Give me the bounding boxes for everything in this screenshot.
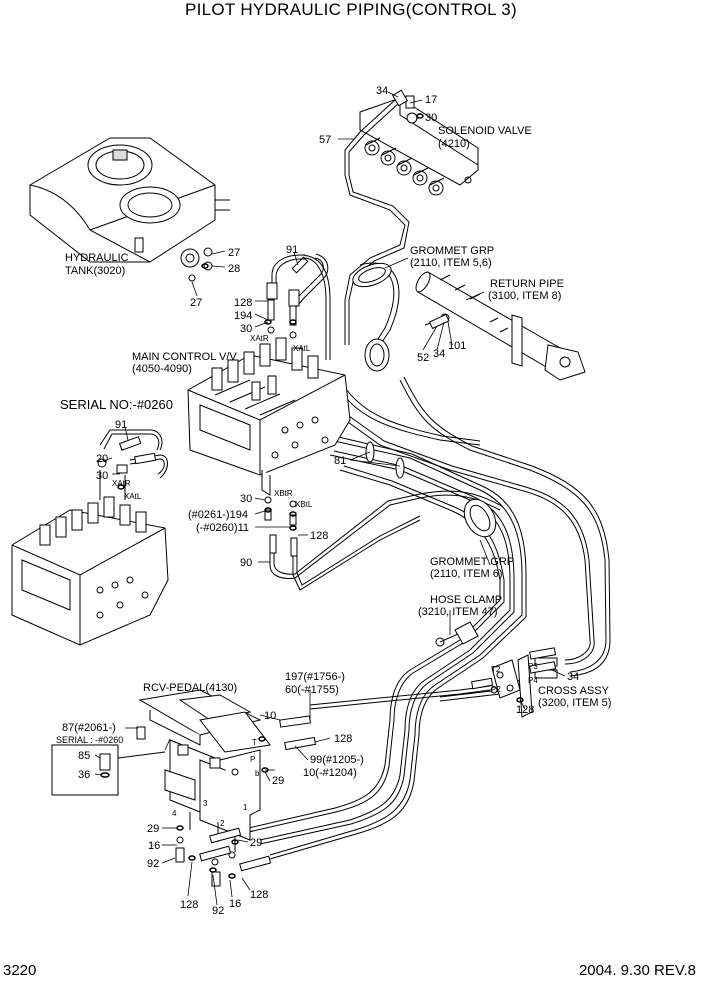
callout-34: 34	[376, 85, 388, 97]
port-1: 1	[243, 803, 248, 812]
callout-194-serial: (#0261-)194	[188, 509, 248, 521]
callout-128: 128	[310, 530, 328, 542]
hose-fittings	[118, 89, 557, 872]
port-p3: P3	[528, 662, 538, 671]
grommet-top-label: GROMMET GRP	[410, 245, 494, 257]
port-p4: P4	[528, 676, 538, 685]
port-2: 2	[220, 819, 225, 828]
old-serial-valve-drawing	[11, 458, 169, 646]
grommet-mid-label: GROMMET GRP	[430, 556, 514, 568]
return-pipe-label: RETURN PIPE	[490, 278, 564, 290]
callout-99: 99(#1205-)	[310, 754, 364, 766]
callout-91: 91	[115, 419, 127, 431]
callout-29: 29	[272, 775, 284, 787]
callout-81: 81	[334, 455, 346, 467]
callout-194: 194	[234, 310, 252, 322]
callout-27: 27	[228, 247, 240, 259]
callout-29: 29	[250, 837, 262, 849]
rcv-pedal-label: RCV-PEDAL(4130)	[143, 682, 237, 694]
callout-92: 92	[212, 905, 224, 917]
page-number: 3220	[3, 962, 37, 979]
port-4: 4	[172, 809, 177, 818]
grommet-mid-code: (2110, ITEM 6)	[430, 568, 503, 580]
port-xatr: XAtR	[250, 334, 269, 343]
port-p: P	[250, 755, 255, 764]
date-revision: 2004. 9.30 REV.8	[578, 962, 696, 979]
grommet-top-code: (2110, ITEM 5,6)	[410, 257, 492, 269]
main-control-code: (4050-4090)	[132, 363, 192, 375]
callout-101: 101	[448, 340, 466, 352]
callout-128: 128	[250, 889, 268, 901]
hydraulic-tank-drawing	[29, 137, 230, 282]
return-pipe-code: (3100, ITEM 8)	[488, 290, 561, 302]
solenoid-valve-label: SOLENOID VALVE	[438, 125, 532, 137]
page-title: PILOT HYDRAULIC PIPING(CONTROL 3)	[184, 0, 517, 19]
serial-no-label: SERIAL NO:-#0260	[60, 397, 173, 412]
hose-clamp-code: (3210, ITEM 47)	[418, 606, 497, 618]
callout-36: 36	[78, 769, 90, 781]
callout-91: 91	[286, 244, 298, 256]
port-t2: T2	[491, 665, 501, 674]
callout-30: 30	[96, 470, 108, 482]
hose-clamp-drawing	[435, 621, 479, 647]
cross-assy-code: (3200, ITEM 5)	[538, 697, 611, 709]
callout-128: 128	[516, 704, 534, 716]
callout-60: 60(-#1755)	[285, 684, 339, 696]
return-pipe-drawing	[415, 271, 586, 381]
pipe-91-drawing	[271, 253, 329, 306]
rcv-pedal-drawing	[138, 689, 271, 887]
solenoid-valve-code: (4210)	[438, 138, 470, 150]
leader-lines	[94, 91, 566, 906]
callout-10-serial: 10(-#1204)	[303, 767, 357, 779]
callout-87: 87(#2061-)	[62, 722, 116, 734]
hydraulic-tank-code: TANK(3020)	[65, 265, 125, 277]
port-b: b	[255, 769, 260, 778]
port-xbtr: XBtR	[274, 489, 293, 498]
hose-clamp-label: HOSE CLAMP	[430, 594, 502, 606]
serial-box	[51, 726, 166, 796]
callout-16: 16	[148, 840, 160, 852]
callout-128: 128	[334, 733, 352, 745]
callout-34: 34	[567, 671, 579, 683]
callout-17: 17	[425, 94, 437, 106]
port-3: 3	[203, 799, 208, 808]
callout-20: 20	[96, 453, 108, 465]
callout-16: 16	[229, 898, 241, 910]
callout-28: 28	[228, 263, 240, 275]
callout-10: 10	[264, 710, 276, 722]
o-rings	[100, 113, 524, 879]
cross-assy-label: CROSS ASSY	[538, 685, 610, 697]
port-p2: P2	[491, 685, 501, 694]
callout-92: 92	[147, 858, 159, 870]
callout-30: 30	[425, 112, 437, 124]
port-xatl: XAtL	[124, 492, 142, 501]
port-t: T	[252, 738, 257, 747]
port-xatl: XAtL	[293, 344, 311, 353]
callout-197: 197(#1756-)	[285, 671, 345, 683]
callout-30: 30	[240, 323, 252, 335]
callout-27: 27	[190, 297, 202, 309]
port-xatr: XAtR	[112, 479, 131, 488]
callout-128: 128	[180, 899, 198, 911]
callout-90: 90	[240, 557, 252, 569]
callout-11-serial: (-#0260)11	[196, 522, 249, 534]
main-control-valve-drawing	[187, 299, 351, 526]
callout-30: 30	[240, 493, 252, 505]
grommets	[352, 262, 497, 538]
callout-52: 52	[417, 352, 429, 364]
port-xbtl: XBtL	[295, 500, 313, 509]
callout-57: 57	[319, 134, 331, 146]
main-control-label: MAIN CONTROL V/V	[132, 351, 237, 363]
callout-128: 128	[234, 297, 252, 309]
callout-29: 29	[147, 823, 159, 835]
serial-small-label: SERIAL : -#0260	[56, 735, 123, 745]
callout-85: 85	[78, 750, 90, 762]
hydraulic-tank-label: HYDRAULIC	[65, 252, 129, 264]
callout-34: 34	[433, 348, 445, 360]
